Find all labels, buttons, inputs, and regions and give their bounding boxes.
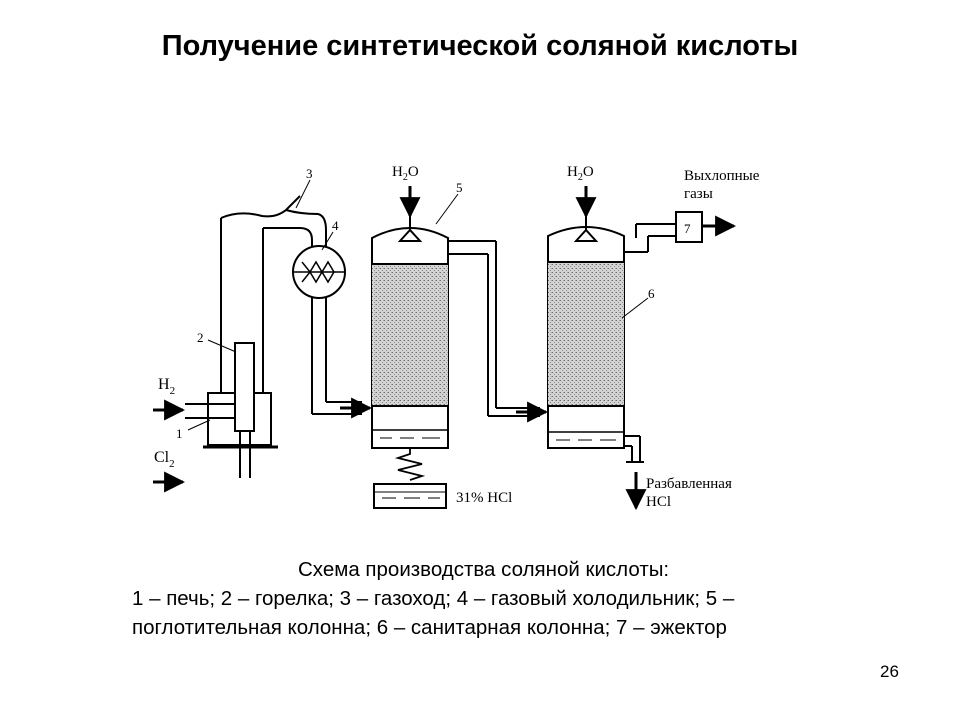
connecting-pipe	[448, 240, 540, 417]
cl2-label: Cl2	[154, 449, 175, 470]
caption-line-3: поглотительная колонна; 6 – санитарная к…	[132, 616, 727, 639]
number-label-2: 2	[197, 330, 204, 345]
page-title: Получение синтетической соляной кислоты	[161, 30, 799, 62]
water-label-1: H2O	[392, 164, 419, 183]
number-label-4: 4	[332, 218, 339, 233]
burner-2	[234, 342, 255, 478]
exhaust-pipe	[624, 223, 676, 253]
number-label-1: 1	[176, 426, 183, 441]
page-number: 26	[880, 662, 899, 681]
product-label: 31% HCl	[456, 490, 512, 506]
product-outlet	[394, 448, 426, 481]
number-label-6: 6	[648, 286, 655, 301]
dilute-label-line2: HCl	[646, 494, 671, 510]
exhaust-label-line1: Выхлопные	[684, 168, 760, 184]
caption-line-2: 1 – печь; 2 – горелка; 3 – газоход; 4 – …	[132, 587, 735, 610]
number-label-3: 3	[306, 166, 313, 181]
product-tank	[373, 483, 447, 509]
dilute-outlet-pipe	[624, 435, 644, 463]
h2-label: H2	[158, 376, 175, 397]
water-label-2: H2O	[567, 164, 594, 183]
absorption-column-5	[371, 200, 449, 449]
number-label-5: 5	[456, 180, 463, 195]
gas-cooler-4	[292, 245, 346, 299]
caption-heading: Схема производства соляной кислоты:	[298, 558, 670, 581]
exhaust-label-line2: газы	[684, 186, 713, 202]
sanitary-column-6	[547, 200, 625, 449]
number-label-7: 7	[684, 221, 691, 236]
leader-lines	[187, 179, 649, 431]
dilute-label-line1: Разбавленная	[646, 476, 732, 492]
